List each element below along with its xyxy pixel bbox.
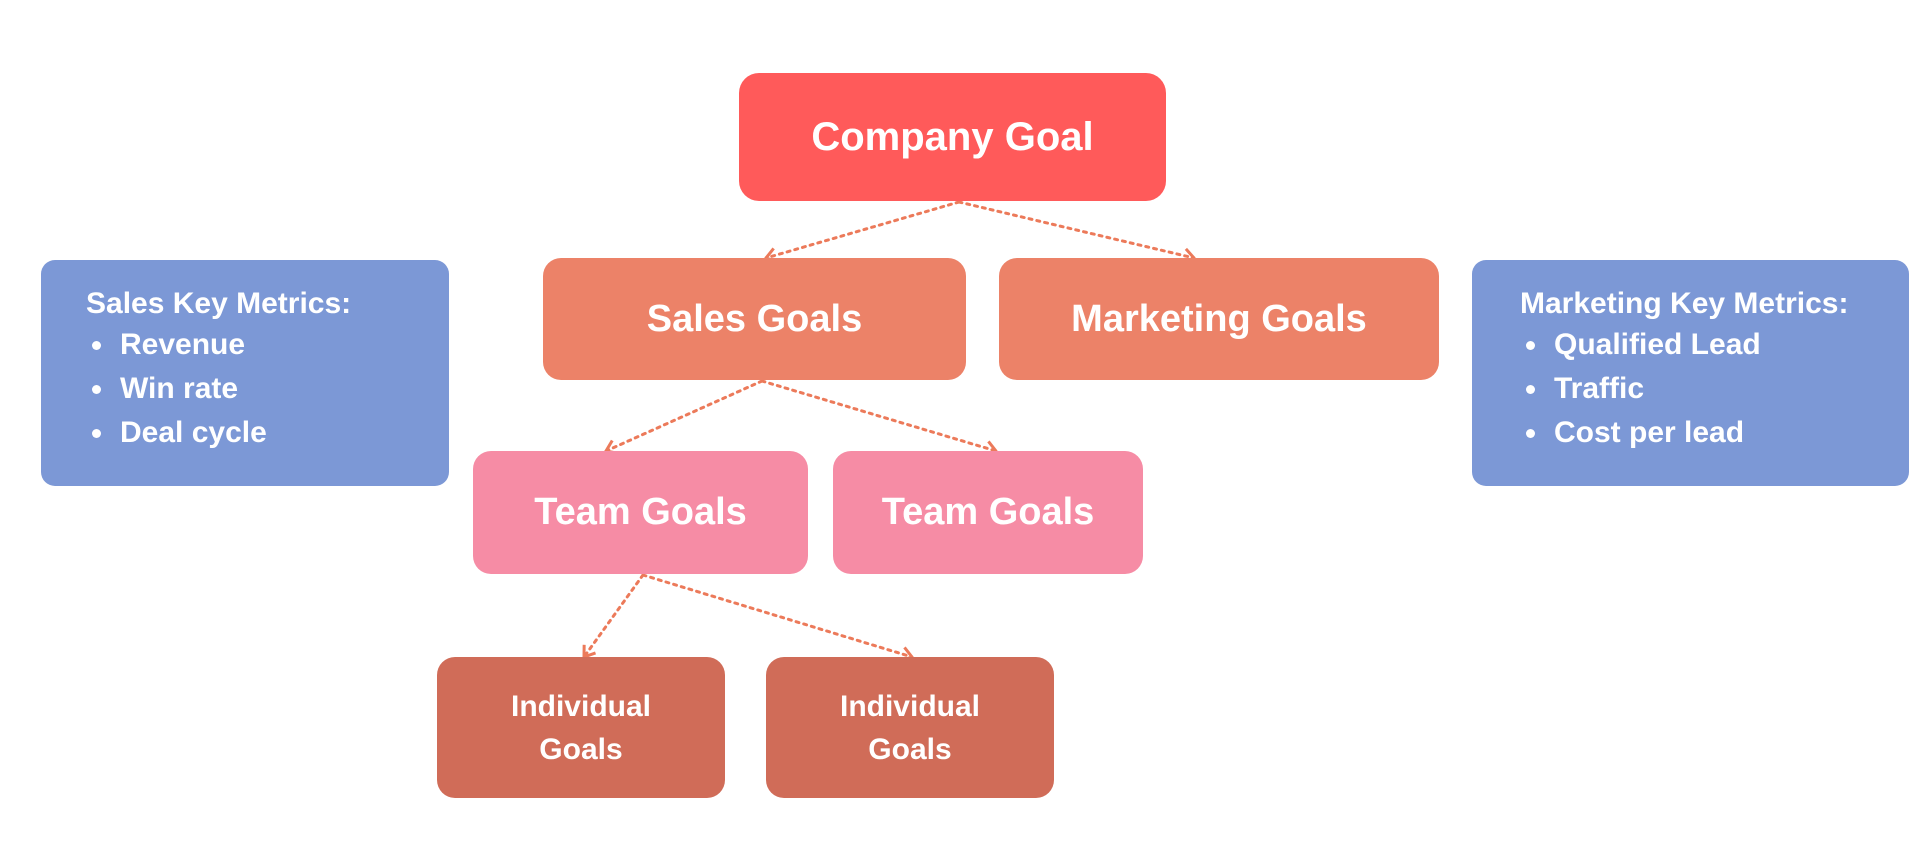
- company-goal-node: Company Goal: [739, 73, 1166, 201]
- team-goals-node-1: Team Goals: [473, 451, 808, 574]
- team-goals-label-1: Team Goals: [534, 491, 747, 533]
- marketing-goals-node: Marketing Goals: [999, 258, 1439, 380]
- sales-key-metrics-box: Sales Key Metrics: Revenue Win rate Deal…: [41, 260, 449, 486]
- sales-metric-item: Win rate: [116, 367, 449, 411]
- marketing-key-metrics-list: Qualified Lead Traffic Cost per lead: [1520, 323, 1909, 455]
- individual-goals-node-2: Individual Goals: [766, 657, 1054, 798]
- sales-goals-node: Sales Goals: [543, 258, 966, 380]
- individual-goals-label-1-line-2: Goals: [539, 732, 623, 766]
- company-goal-label: Company Goal: [811, 114, 1094, 159]
- sales-key-metrics-title: Sales Key Metrics:: [86, 287, 352, 320]
- marketing-metric-item: Cost per lead: [1550, 411, 1909, 455]
- individual-goals-label-2-line-1: Individual: [839, 689, 980, 723]
- marketing-metric-item: Traffic: [1550, 367, 1909, 411]
- individual-goals-label-1-line-1: Individual: [510, 689, 651, 723]
- team-goals-node-2: Team Goals: [833, 451, 1143, 574]
- connector-company-to-marketing: [957, 200, 1196, 260]
- connector-team_1-to-individual_2: [641, 573, 914, 659]
- sales-metric-item: Deal cycle: [116, 411, 449, 455]
- individual-goals-node-1: Individual Goals: [437, 657, 725, 798]
- sales-key-metrics-list: Revenue Win rate Deal cycle: [86, 323, 449, 455]
- connector-company-to-sales: [764, 200, 961, 260]
- marketing-key-metrics-box: Marketing Key Metrics: Qualified Lead Tr…: [1472, 260, 1909, 486]
- sales-metric-item: Revenue: [116, 323, 449, 367]
- connector-sales-to-team_1: [604, 379, 764, 453]
- connector-sales-to-team_2: [760, 379, 998, 453]
- team-goals-label-2: Team Goals: [881, 491, 1095, 533]
- individual-goals-label-2-line-2: Goals: [868, 732, 952, 766]
- sales-goals-label: Sales Goals: [646, 297, 863, 340]
- connector-team_1-to-individual_1: [582, 573, 645, 659]
- marketing-goals-label: Marketing Goals: [1071, 297, 1367, 340]
- marketing-key-metrics-title: Marketing Key Metrics:: [1520, 287, 1849, 320]
- marketing-metric-item: Qualified Lead: [1550, 323, 1909, 367]
